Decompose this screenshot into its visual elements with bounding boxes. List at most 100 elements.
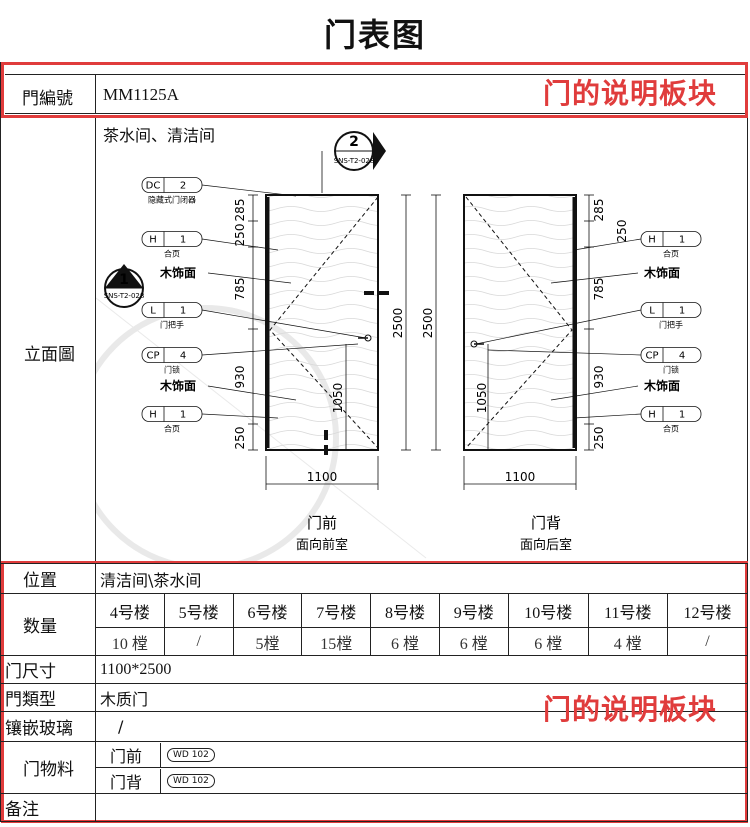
front-tag-0-num: 2 — [180, 181, 186, 192]
glass-label: 镶嵌玻璃 — [0, 711, 96, 742]
count-9: 6 樘 — [438, 627, 509, 656]
front-tag-6: H 1合页 — [141, 406, 279, 434]
remark-label: 备注 — [0, 793, 96, 822]
front-tag-1-num: 1 — [180, 235, 186, 246]
count-5: / — [163, 627, 234, 656]
location-note: 茶水间、清洁间 — [103, 126, 216, 145]
count-8: 6 樘 — [370, 627, 440, 656]
location-value: 清洁间\茶水间 — [95, 563, 748, 594]
spec-table: 位置 清洁间\茶水间 数量 4号楼 5号楼 6号楼 7号楼 8号楼 9号楼 10… — [0, 563, 749, 822]
size-label: 门尺寸 — [0, 655, 96, 684]
material-cell: 门前 WD 102 门背 WD 102 — [95, 741, 748, 794]
front-dim-4: 930 — [233, 366, 247, 389]
qty-label: 数量 — [0, 593, 96, 656]
front-tag-3-num: 1 — [180, 306, 186, 317]
front-dim-overall: 2500 — [391, 308, 405, 339]
header-callout-text: 门的说明板块 — [543, 77, 718, 110]
front-tag-6-code: H — [149, 410, 157, 421]
back-dim-2: 250 — [615, 220, 629, 243]
count-4: 10 樘 — [95, 627, 165, 656]
front-dim-1: 285 — [233, 199, 247, 222]
count-6: 5樘 — [232, 627, 303, 656]
front-door — [265, 194, 389, 455]
header-callout-box — [1, 62, 748, 118]
back-tag-1-label: 木饰面 — [643, 265, 680, 280]
front-sub-caption: 面向前室 — [296, 537, 348, 553]
back-caption: 门背 — [531, 514, 561, 532]
front-width-value: 1100 — [307, 470, 338, 484]
count-7: 15樘 — [301, 627, 372, 656]
front-dim-3: 785 — [233, 278, 247, 301]
back-tag-0-num: 1 — [679, 235, 685, 246]
building-5: 5号楼 — [163, 593, 234, 628]
page-title: 门表图 — [323, 16, 426, 54]
header-row-line — [5, 74, 745, 114]
section-mark-1-num: 1 — [119, 272, 129, 288]
count-12: / — [666, 627, 749, 656]
front-tag-6-desc: 合页 — [164, 424, 180, 434]
back-handle-dim: 1050 — [475, 383, 489, 414]
material-back-code: WD 102 — [167, 773, 215, 788]
remark-value — [95, 793, 748, 822]
front-tag-4: CP 4门锁 — [141, 343, 359, 375]
material-front-label: 门前 — [96, 742, 161, 767]
type-value: 木质门 — [95, 683, 748, 712]
front-tag-4-code: CP — [146, 351, 159, 362]
building-6: 6号楼 — [232, 593, 303, 628]
back-tag-4: 木饰面 — [550, 378, 680, 401]
section-mark-2-num: 2 — [349, 134, 359, 150]
front-vertical-dims — [248, 194, 411, 451]
front-tag-1-desc: 合页 — [164, 249, 180, 259]
back-tag-5-desc: 合页 — [663, 424, 679, 434]
building-9: 9号楼 — [438, 593, 509, 628]
door-number-label: 門編號 — [22, 89, 73, 109]
back-dim-4: 930 — [592, 366, 606, 389]
section-mark-2: 2 SNS-T2-028 — [321, 131, 386, 193]
back-dim-3: 785 — [592, 278, 606, 301]
spec-callout-text: 门的说明板块 — [543, 693, 718, 726]
elevation-label: 立面圖 — [24, 345, 75, 365]
front-tag-4-desc: 门锁 — [164, 365, 180, 375]
back-tag-3-code: CP — [645, 351, 658, 362]
front-handle-dim: 1050 — [331, 383, 345, 414]
size-value: 1100*2500 — [95, 655, 748, 684]
front-tag-5-label: 木饰面 — [159, 378, 196, 393]
back-tag-0: H 1合页 — [573, 231, 702, 259]
back-tag-0-desc: 合页 — [663, 249, 679, 259]
back-tag-3-desc: 门锁 — [663, 365, 679, 375]
back-tag-1: 木饰面 — [550, 265, 680, 284]
elevation-left-column-line — [95, 118, 96, 562]
header-row-divider — [95, 74, 96, 114]
back-width-value: 1100 — [505, 470, 536, 484]
section-mark-1: 1 SNS-T2-028 — [104, 264, 145, 308]
back-sub-caption: 面向后室 — [520, 537, 572, 553]
type-label: 門類型 — [0, 683, 96, 712]
front-width-dim — [265, 456, 379, 490]
section-mark-1-ref: SNS-T2-028 — [104, 292, 145, 300]
front-tag-1: H 1合页 — [141, 231, 279, 259]
location-label: 位置 — [0, 563, 96, 594]
count-11: 4 樘 — [587, 627, 668, 656]
material-label: 门物料 — [0, 741, 96, 794]
back-tag-2-code: L — [649, 306, 655, 317]
count-10: 6 樘 — [507, 627, 589, 656]
back-tag-0-code: H — [648, 235, 656, 246]
front-tag-3-code: L — [150, 306, 156, 317]
back-dim-5: 250 — [592, 427, 606, 450]
section-mark-2-ref: SNS-T2-028 — [334, 157, 375, 165]
front-tag-0-code: DC — [146, 181, 161, 192]
back-width-dim — [463, 456, 577, 490]
building-10: 10号楼 — [507, 593, 589, 628]
material-back-label: 门背 — [96, 768, 161, 793]
front-tag-5: 木饰面 — [159, 378, 297, 401]
front-tag-1-code: H — [149, 235, 157, 246]
front-tag-6-num: 1 — [180, 410, 186, 421]
back-tag-4-label: 木饰面 — [643, 378, 680, 393]
front-dim-5: 250 — [233, 427, 247, 450]
back-door — [463, 194, 577, 451]
front-tag-4-num: 4 — [180, 351, 186, 362]
